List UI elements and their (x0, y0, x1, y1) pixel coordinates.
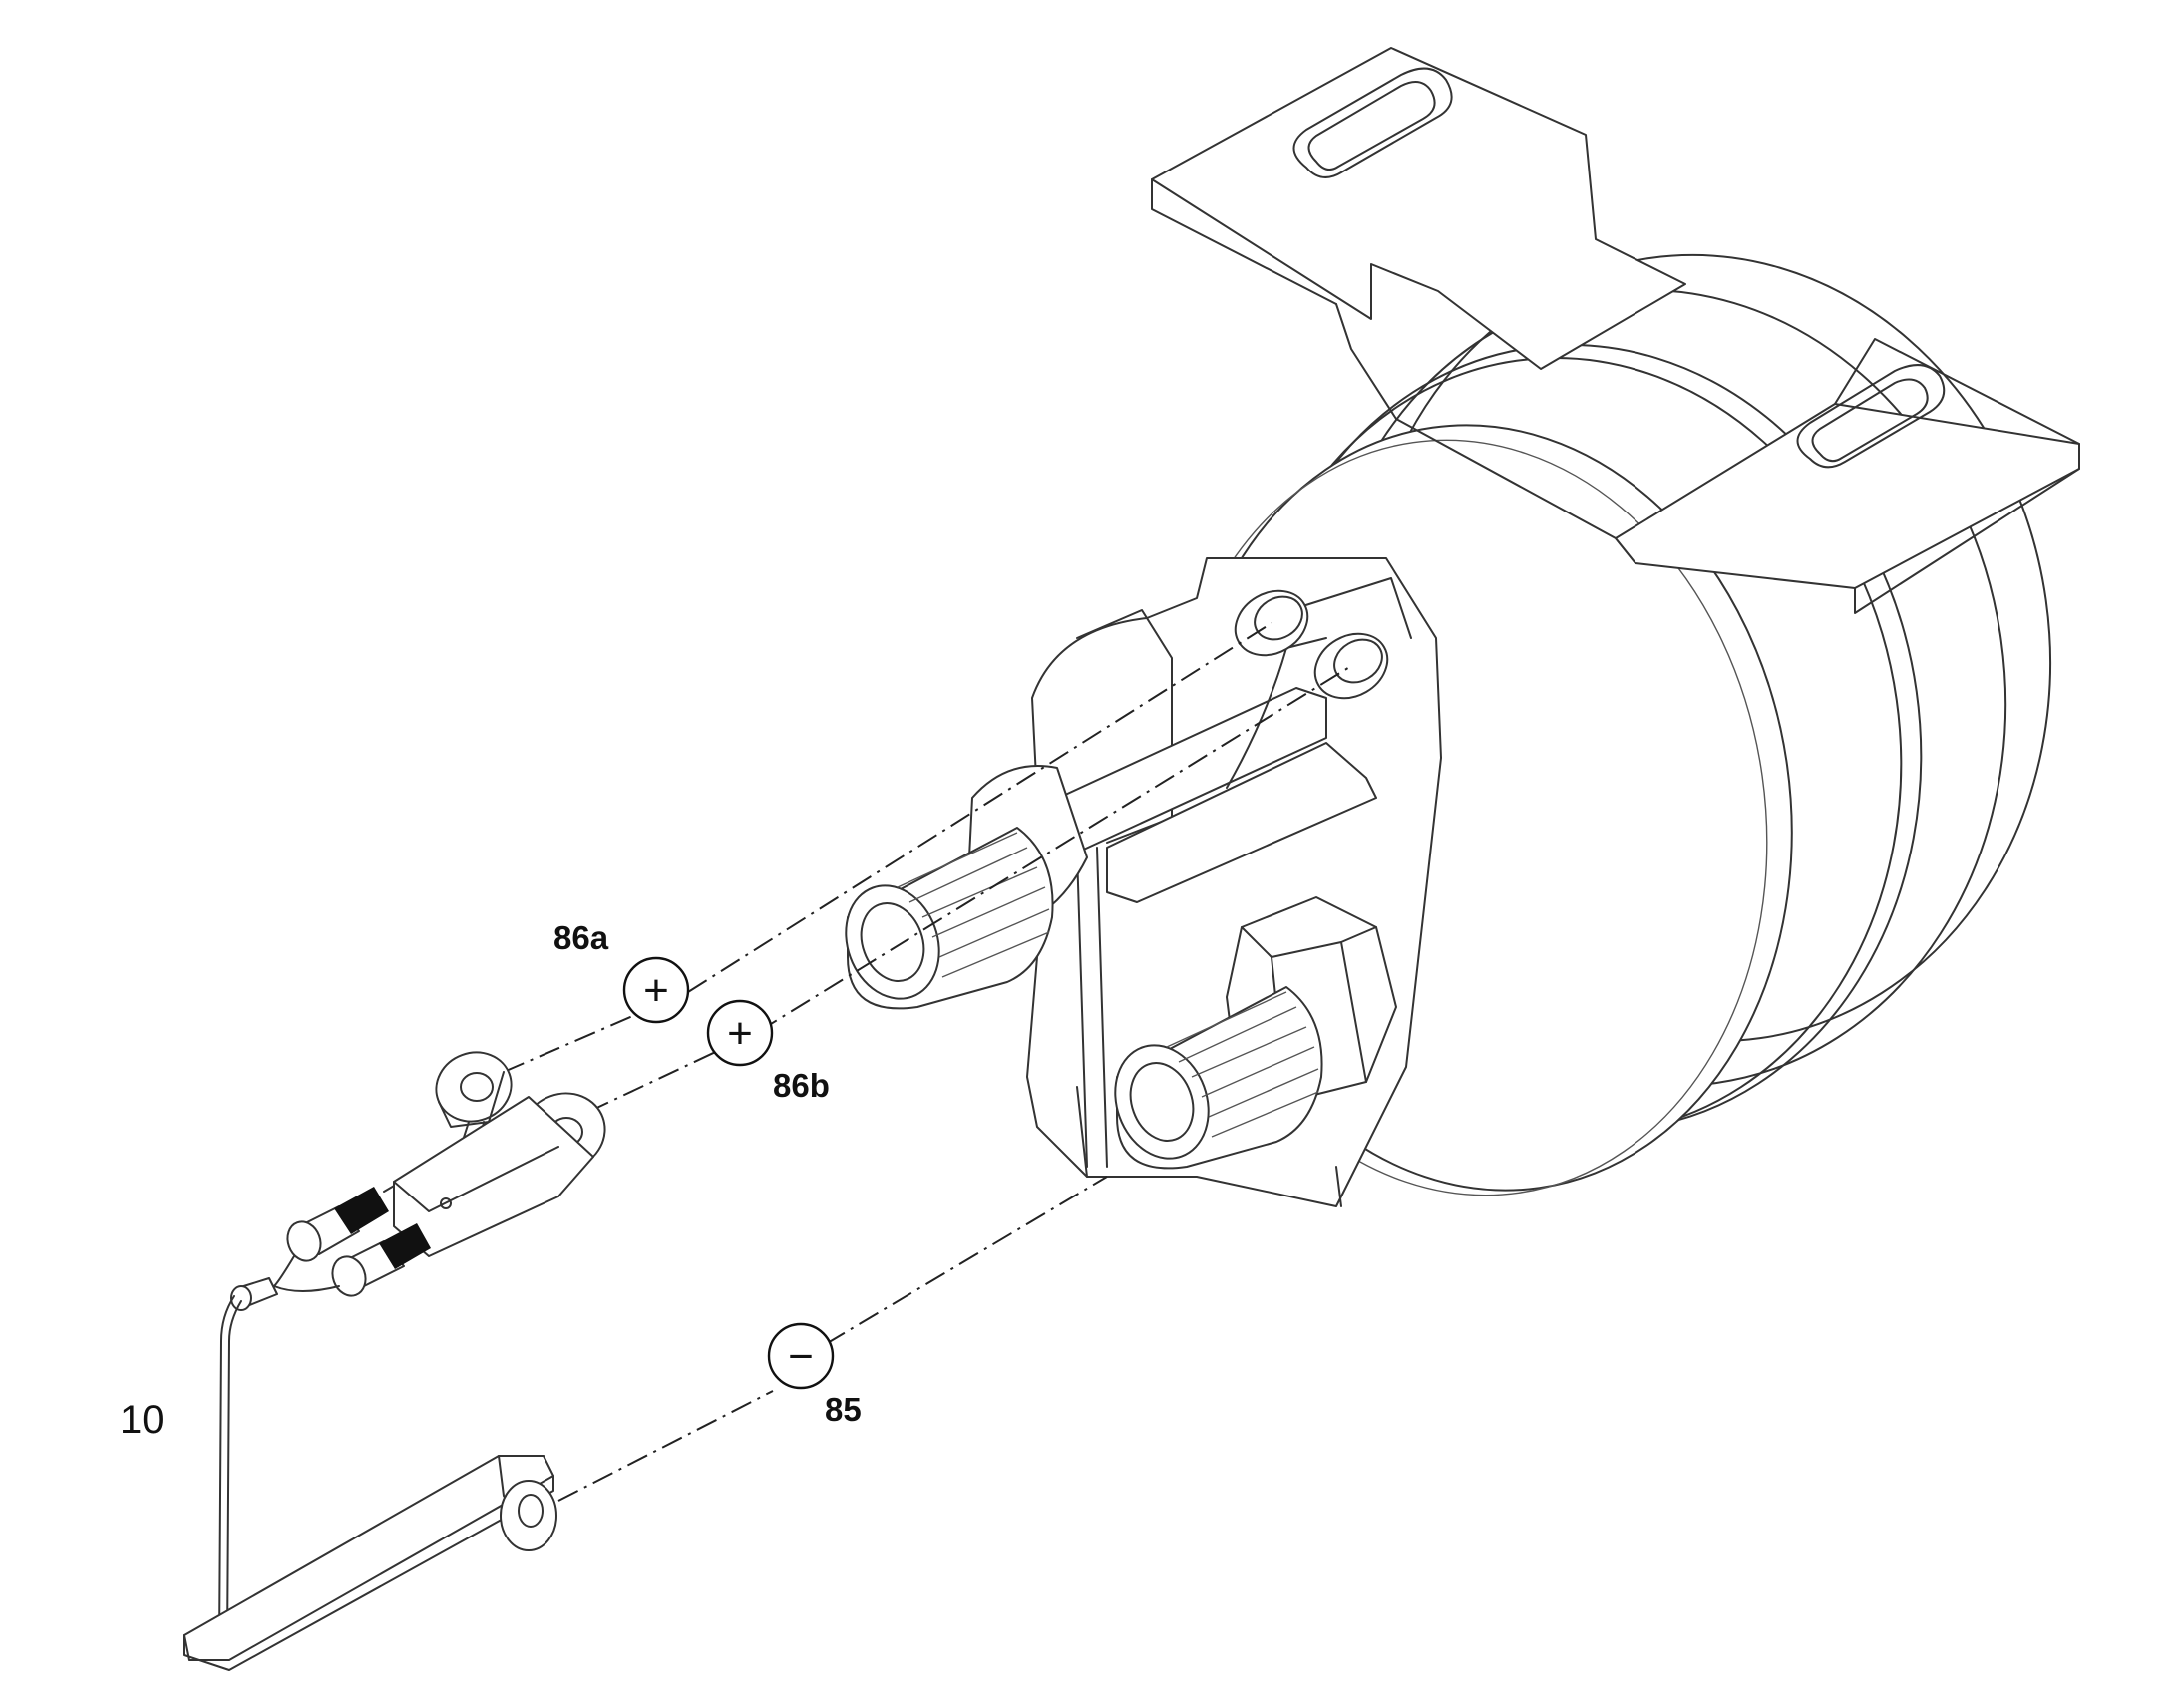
large-stud-lower (1114, 896, 1397, 1170)
mounting-bracket (1151, 47, 2080, 614)
small-terminal-86b (1313, 632, 1389, 700)
svg-text:+: + (643, 966, 669, 1015)
wire-harness-part-10 (183, 1051, 606, 1671)
label-part-10: 10 (120, 1398, 165, 1442)
label-86a: 86a (553, 919, 609, 956)
label-86b: 86b (773, 1067, 830, 1104)
label-85: 85 (825, 1391, 862, 1428)
svg-text:+: + (727, 1009, 753, 1058)
plus-symbol-86a: + (622, 956, 690, 1024)
plus-symbol-86b: + (706, 999, 774, 1067)
minus-symbol-85: − (767, 1322, 835, 1390)
svg-text:−: − (788, 1332, 814, 1381)
large-stud-upper (845, 765, 1088, 1010)
